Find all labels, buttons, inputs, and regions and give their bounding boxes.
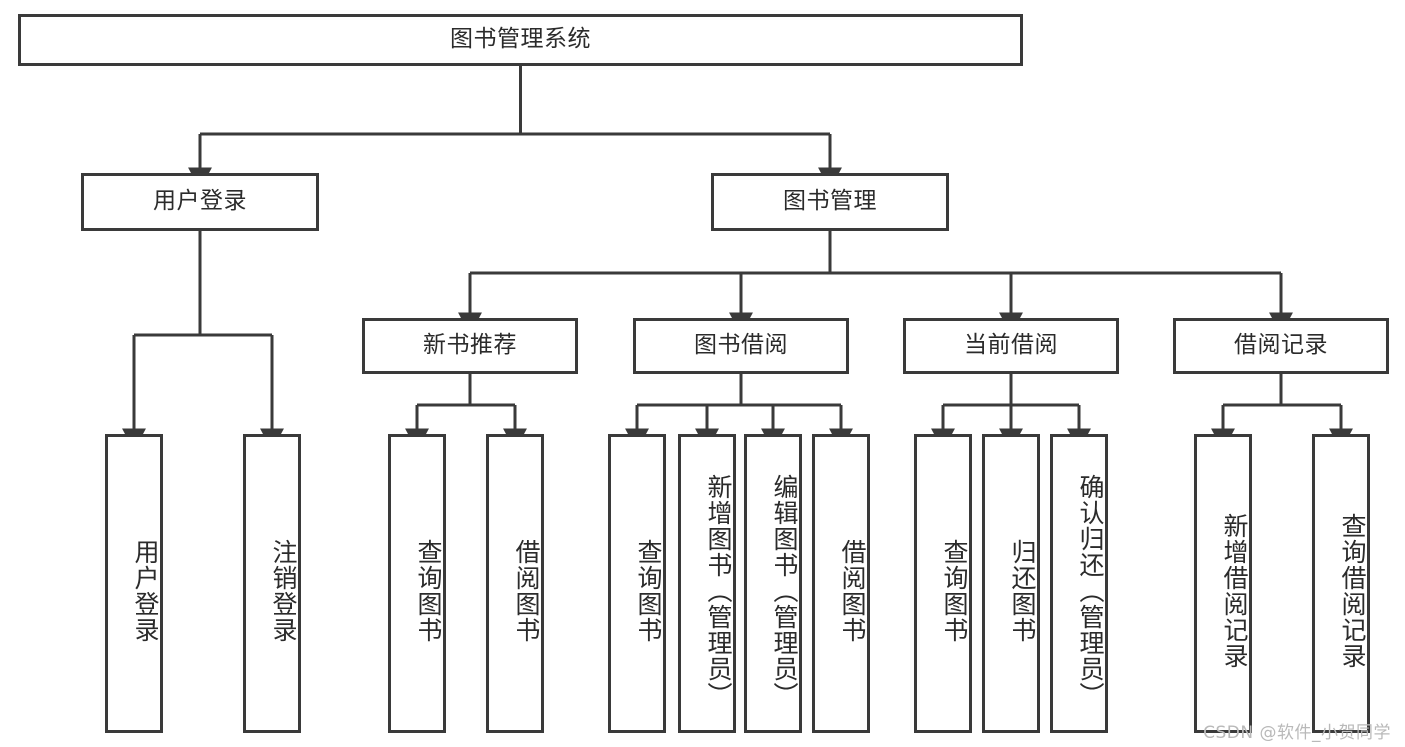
node-current-borrow-label: 当前借阅 <box>964 332 1058 359</box>
leaf-query-book-borrow[interactable]: 查询图书 <box>608 434 666 733</box>
node-book-manage[interactable]: 图书管理 <box>711 173 949 231</box>
leaf-edit-book[interactable]: 编辑图书（管理员） <box>744 434 802 733</box>
node-current-borrow[interactable]: 当前借阅 <box>903 318 1119 374</box>
leaf-query-book-recommend-label: 查询图书 <box>414 538 443 643</box>
leaf-user-login[interactable]: 用户登录 <box>105 434 163 733</box>
node-borrow-record-label: 借阅记录 <box>1234 332 1328 359</box>
leaf-add-book[interactable]: 新增图书（管理员） <box>678 434 736 733</box>
leaf-query-book-current[interactable]: 查询图书 <box>914 434 972 733</box>
leaf-edit-book-label: 编辑图书（管理员） <box>770 473 799 708</box>
leaf-logout-label: 注销登录 <box>269 538 298 643</box>
leaf-logout[interactable]: 注销登录 <box>243 434 301 733</box>
leaf-return-book-label: 归还图书 <box>1008 538 1037 643</box>
node-new-book-recommend[interactable]: 新书推荐 <box>362 318 578 374</box>
node-book-manage-label: 图书管理 <box>783 188 877 215</box>
leaf-query-borrow-record[interactable]: 查询借阅记录 <box>1312 434 1370 733</box>
node-root[interactable]: 图书管理系统 <box>18 14 1023 66</box>
leaf-confirm-return-label: 确认归还（管理员） <box>1076 473 1105 708</box>
leaf-add-book-label: 新增图书（管理员） <box>704 473 733 708</box>
leaf-query-book-borrow-label: 查询图书 <box>634 538 663 643</box>
node-user-login-label: 用户登录 <box>153 188 247 215</box>
leaf-borrow-book[interactable]: 借阅图书 <box>812 434 870 733</box>
leaf-borrow-book-label: 借阅图书 <box>838 538 867 643</box>
leaf-return-book[interactable]: 归还图书 <box>982 434 1040 733</box>
node-borrow-record[interactable]: 借阅记录 <box>1173 318 1389 374</box>
leaf-add-borrow-record[interactable]: 新增借阅记录 <box>1194 434 1252 733</box>
node-root-label: 图书管理系统 <box>450 26 591 53</box>
leaf-borrow-book-recommend-label: 借阅图书 <box>512 538 541 643</box>
leaf-query-book-current-label: 查询图书 <box>940 538 969 643</box>
node-book-borrow[interactable]: 图书借阅 <box>633 318 849 374</box>
node-user-login[interactable]: 用户登录 <box>81 173 319 231</box>
leaf-add-borrow-record-label: 新增借阅记录 <box>1220 512 1249 669</box>
leaf-borrow-book-recommend[interactable]: 借阅图书 <box>486 434 544 733</box>
watermark: CSDN @软件_小贺同学 <box>1203 723 1391 743</box>
node-new-book-recommend-label: 新书推荐 <box>423 332 517 359</box>
leaf-confirm-return[interactable]: 确认归还（管理员） <box>1050 434 1108 733</box>
leaf-user-login-label: 用户登录 <box>131 538 160 643</box>
leaf-query-borrow-record-label: 查询借阅记录 <box>1338 512 1367 669</box>
leaf-query-book-recommend[interactable]: 查询图书 <box>388 434 446 733</box>
node-book-borrow-label: 图书借阅 <box>694 332 788 359</box>
